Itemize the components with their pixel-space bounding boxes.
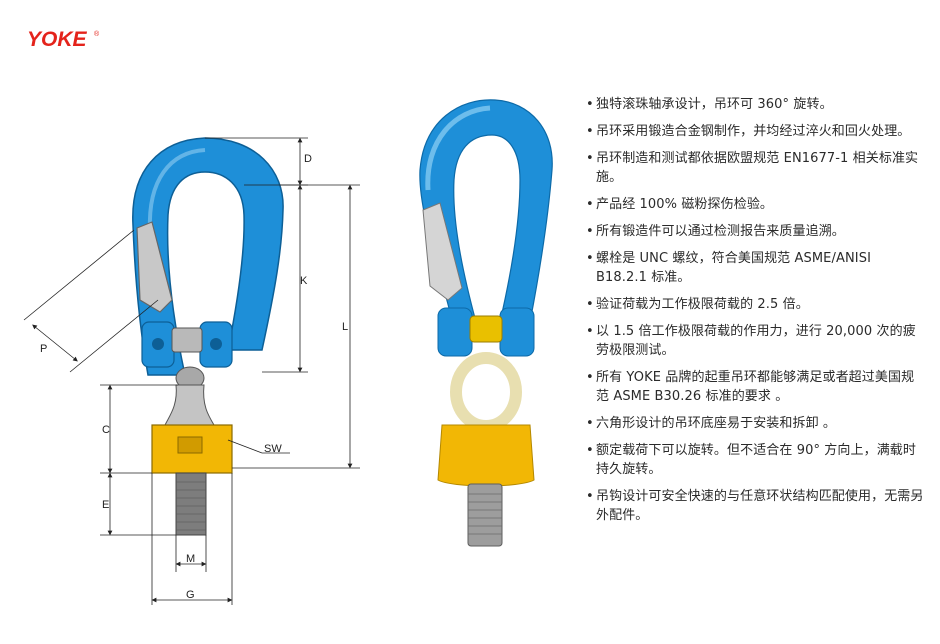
dim-label-m: M	[186, 553, 195, 565]
dim-label-c: C	[102, 424, 110, 436]
feature-item: 所有 YOKE 品牌的起重吊环都能够满足或者超过美国规范 ASME B30.26…	[586, 368, 926, 406]
diagram-swivel-neck	[164, 384, 215, 426]
photo-yellow-base	[437, 424, 535, 487]
diagram-hook-highlight	[147, 148, 206, 231]
dim-label-g: G	[186, 589, 195, 601]
feature-item: 吊钩设计可安全快速的与任意环状结构匹配使用，无需另外配件。	[586, 487, 926, 525]
yoke-logo: YOKE ®	[27, 28, 100, 50]
feature-item: 吊环采用锻造合金钢制作，并均经过淬火和回火处理。	[586, 122, 926, 141]
dim-label-d: D	[304, 153, 312, 165]
feature-item: 验证荷载为工作极限荷载的 2.5 倍。	[586, 295, 926, 314]
dim-label-l: L	[342, 321, 348, 333]
photo-pin	[469, 315, 503, 343]
diagram-base-slot	[177, 436, 203, 454]
photo-hook-highlight	[425, 105, 491, 191]
feature-item: 螺栓是 UNC 螺纹，符合美国规范 ASME/ANISI B18.2.1 标准。	[586, 249, 926, 287]
dimension-diagram: D K L P C SW E M G	[23, 137, 360, 605]
photo-connector-left	[437, 307, 473, 357]
dim-label-e: E	[102, 499, 109, 511]
feature-item: 独特滚珠轴承设计，吊环可 360° 旋转。	[586, 95, 926, 114]
feature-item: 吊环制造和测试都依据欧盟规范 EN1677-1 相关标准实施。	[586, 149, 926, 187]
diagram-threaded-bolt	[175, 472, 207, 536]
logo-text: YOKE	[27, 28, 88, 50]
feature-item: 以 1.5 倍工作极限荷载的作用力，进行 20,000 次的疲劳极限测试。	[586, 322, 926, 360]
feature-item: 所有锻造件可以通过检测报告来质量追溯。	[586, 222, 926, 241]
diagram-bolt-left	[152, 338, 164, 350]
logo-registered-mark: ®	[94, 30, 100, 38]
photo-connector-right	[499, 307, 535, 357]
dim-label-sw: SW	[264, 443, 282, 455]
dim-label-k: K	[300, 275, 308, 287]
diagram-pin	[171, 327, 203, 353]
feature-item: 产品经 100% 磁粉探伤检验。	[586, 195, 926, 214]
photo-threaded-bolt	[467, 483, 503, 547]
product-photo	[419, 99, 553, 547]
photo-latch	[422, 202, 463, 301]
feature-item: 六角形设计的吊环底座易于安装和拆卸 。	[586, 414, 926, 433]
photo-swivel-ring	[450, 352, 522, 432]
feature-list: 独特滚珠轴承设计，吊环可 360° 旋转。 吊环采用锻造合金钢制作，并均经过淬火…	[586, 95, 926, 533]
diagram-hook-body	[132, 137, 284, 376]
dim-label-p: P	[40, 343, 47, 355]
diagram-bolt-right	[210, 338, 222, 350]
diagram-latch	[136, 221, 173, 313]
feature-item: 额定载荷下可以旋转。但不适合在 90° 方向上，满载时持久旋转。	[586, 441, 926, 479]
